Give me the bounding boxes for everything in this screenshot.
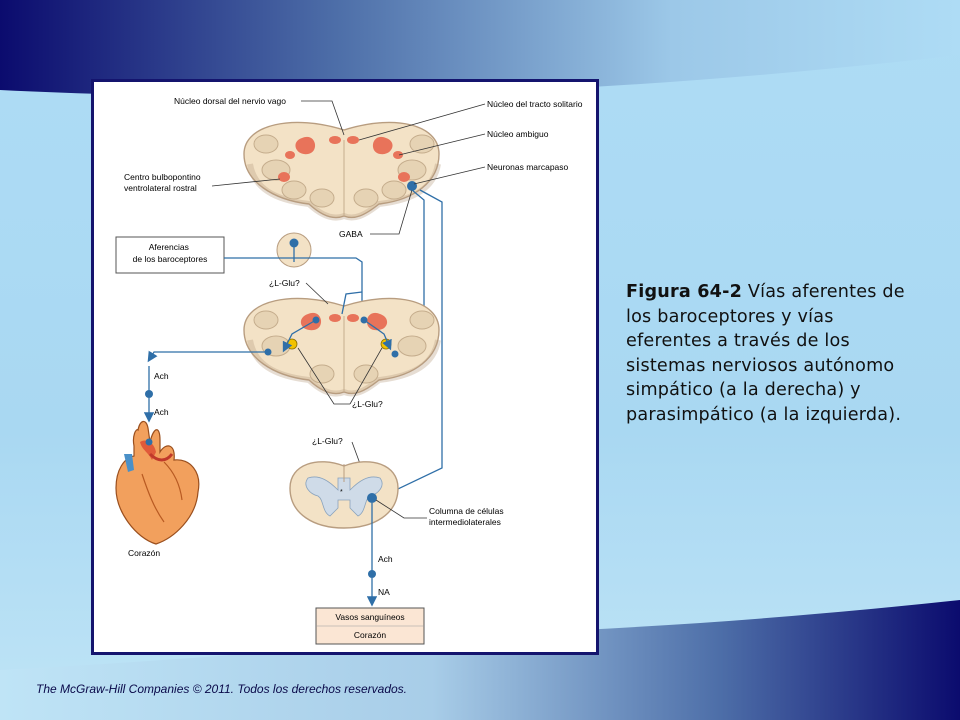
figure-frame: Núcleo dorsal del nervio vago Núcleo del… [91, 79, 599, 655]
label-glu-top: ¿L-Glu? [269, 278, 300, 288]
label-ach-1: Ach [154, 371, 169, 381]
top-band [0, 0, 960, 97]
label-vasos: Vasos sanguíneos [335, 612, 404, 622]
medulla-section-lower [243, 297, 441, 397]
pacemaker-neuron-dot [407, 181, 417, 191]
label-nucleo-tracto-solitario: Núcleo del tracto solitario [487, 99, 583, 109]
label-nucleo-dorsal-vago: Núcleo dorsal del nervio vago [174, 96, 286, 106]
label-corazon: Corazón [128, 548, 160, 558]
intermediolateral-neuron [367, 493, 377, 503]
baroreceptor-diagram: Núcleo dorsal del nervio vago Núcleo del… [115, 96, 583, 645]
heart-illustration [115, 420, 200, 545]
caption-text: Vías aferentes de los baroceptores y vía… [626, 282, 905, 425]
label-neuronas-marcapaso: Neuronas marcapaso [487, 162, 569, 172]
svg-text:*: * [340, 489, 343, 496]
label-ach-2: Ach [154, 407, 169, 417]
caption-label: Figura 64-2 [626, 282, 743, 302]
label-corazon-box: Corazón [354, 630, 386, 640]
label-glu-spinal: ¿L-Glu? [312, 436, 343, 446]
label-centro-bulbopontino: Centro bulbopontino ventrolateral rostra… [124, 172, 203, 193]
figure-caption: Figura 64-2 Vías aferentes de los baroce… [626, 280, 906, 427]
label-ach-3: Ach [378, 554, 393, 564]
bottom-band [0, 600, 960, 720]
label-gaba: GABA [339, 229, 363, 239]
label-nucleo-ambiguo: Núcleo ambiguo [487, 129, 549, 139]
spinal-cord-section: * [289, 461, 399, 529]
medulla-section-upper [243, 121, 441, 221]
label-aferencias: Aferencias de los baroceptores [133, 242, 208, 264]
label-na: NA [378, 587, 390, 597]
copyright-footer: The McGraw-Hill Companies © 2011. Todos … [36, 682, 408, 696]
label-glu-mid: ¿L-Glu? [352, 399, 383, 409]
label-columna-celulas: Columna de células intermediolaterales [429, 506, 506, 527]
aferencias-box [115, 236, 225, 274]
